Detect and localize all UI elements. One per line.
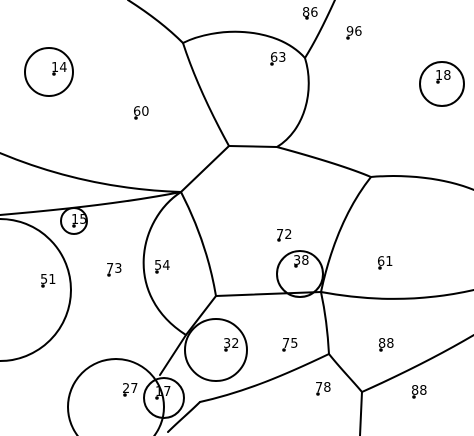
region-marker-15: 15 bbox=[71, 213, 88, 228]
region-marker-63: 63 bbox=[270, 51, 287, 66]
boundary-60-63 bbox=[182, 42, 230, 147]
region-point-17 bbox=[155, 396, 159, 400]
circle-regions bbox=[0, 47, 465, 436]
region-label-38: 38 bbox=[293, 254, 310, 269]
region-marker-88a: 88 bbox=[378, 337, 395, 352]
boundary-72-75 bbox=[215, 291, 322, 297]
boundary-17-78 bbox=[167, 401, 201, 433]
region-point-73 bbox=[107, 273, 111, 277]
region-label-73: 73 bbox=[106, 262, 123, 277]
boundary-75-78 bbox=[199, 353, 330, 403]
region-point-63 bbox=[270, 62, 274, 66]
region-label-27: 27 bbox=[122, 382, 139, 397]
region-marker-14: 14 bbox=[51, 61, 68, 76]
boundary-54-75 bbox=[185, 295, 217, 336]
region-point-14 bbox=[52, 72, 56, 76]
boundary-61-bottom bbox=[320, 289, 474, 300]
boundary-54-bowl bbox=[142, 191, 187, 336]
boundary-72-north bbox=[276, 146, 372, 178]
region-point-88a bbox=[379, 348, 383, 352]
boundary-63-right bbox=[276, 57, 310, 148]
region-label-54: 54 bbox=[154, 259, 171, 274]
boundary-88-right bbox=[361, 334, 474, 393]
boundary-78-bottom bbox=[359, 391, 363, 436]
boundary-75-88 bbox=[320, 291, 330, 355]
circle-18 bbox=[419, 61, 465, 107]
region-label-17: 17 bbox=[155, 385, 172, 400]
region-marker-18: 18 bbox=[435, 69, 452, 84]
region-label-88a: 88 bbox=[378, 337, 395, 352]
region-label-51: 51 bbox=[40, 273, 57, 288]
region-point-72 bbox=[277, 238, 281, 242]
boundary-72-61 bbox=[320, 176, 372, 293]
region-label-15: 15 bbox=[71, 213, 88, 228]
region-label-96: 96 bbox=[346, 25, 363, 40]
region-point-51 bbox=[41, 284, 45, 288]
region-label-72: 72 bbox=[276, 228, 293, 243]
region-label-88b: 88 bbox=[411, 384, 428, 399]
region-marker-27: 27 bbox=[122, 382, 139, 397]
region-label-75: 75 bbox=[282, 337, 299, 352]
region-marker-17: 17 bbox=[155, 385, 172, 400]
region-point-75 bbox=[282, 348, 286, 352]
boundary-61-top bbox=[370, 175, 474, 191]
region-point-27 bbox=[123, 393, 127, 397]
circle-15 bbox=[60, 207, 88, 235]
region-label-78: 78 bbox=[315, 381, 332, 396]
region-point-32 bbox=[224, 348, 228, 352]
region-label-14: 14 bbox=[51, 61, 68, 76]
region-label-18: 18 bbox=[435, 69, 452, 84]
region-label-32: 32 bbox=[223, 337, 240, 352]
circle-17 bbox=[143, 377, 185, 419]
region-marker-54: 54 bbox=[154, 259, 171, 274]
region-point-86 bbox=[305, 16, 309, 20]
region-marker-38: 38 bbox=[293, 254, 310, 269]
boundary-63-top bbox=[182, 30, 306, 59]
boundary-88-78 bbox=[328, 353, 363, 393]
region-point-60 bbox=[134, 116, 138, 120]
region-point-54 bbox=[155, 270, 159, 274]
region-marker-75: 75 bbox=[282, 337, 299, 352]
region-marker-72: 72 bbox=[276, 228, 293, 243]
region-marker-32: 32 bbox=[223, 337, 240, 352]
region-point-18 bbox=[436, 80, 440, 84]
region-markers: 86 96 63 14 18 60 15 72 38 61 51 73 54 3… bbox=[40, 6, 452, 400]
circle-51 bbox=[0, 218, 72, 362]
region-point-96 bbox=[346, 36, 350, 40]
region-marker-73: 73 bbox=[106, 262, 123, 277]
region-marker-88b: 88 bbox=[411, 384, 428, 399]
boundary-60-73 bbox=[0, 152, 182, 193]
region-point-88b bbox=[412, 395, 416, 399]
circle-27 bbox=[67, 358, 165, 436]
boundary-86-edge bbox=[304, 0, 336, 59]
region-point-38 bbox=[294, 264, 298, 268]
region-marker-60: 60 bbox=[133, 105, 150, 120]
region-marker-61: 61 bbox=[377, 255, 394, 270]
region-marker-86: 86 bbox=[302, 6, 319, 21]
region-marker-51: 51 bbox=[40, 273, 57, 288]
region-point-61 bbox=[378, 266, 382, 270]
region-label-61: 61 bbox=[377, 255, 394, 270]
boundary-63-72 bbox=[228, 145, 278, 148]
region-point-78 bbox=[316, 392, 320, 396]
boundary-top-arc bbox=[127, 0, 184, 44]
boundary-73-17 bbox=[159, 334, 187, 376]
circle-38 bbox=[276, 250, 324, 298]
boundary-72-54 bbox=[180, 191, 217, 297]
region-point-15 bbox=[72, 224, 76, 228]
region-marker-96: 96 bbox=[346, 25, 363, 40]
region-label-86: 86 bbox=[302, 6, 319, 21]
region-label-60: 60 bbox=[133, 105, 150, 120]
circle-14 bbox=[24, 47, 74, 97]
boundary-73-top bbox=[0, 191, 182, 216]
circle-32 bbox=[184, 318, 248, 382]
region-label-63: 63 bbox=[270, 51, 287, 66]
region-marker-78: 78 bbox=[315, 381, 332, 396]
boundary-72-60 bbox=[180, 145, 230, 193]
